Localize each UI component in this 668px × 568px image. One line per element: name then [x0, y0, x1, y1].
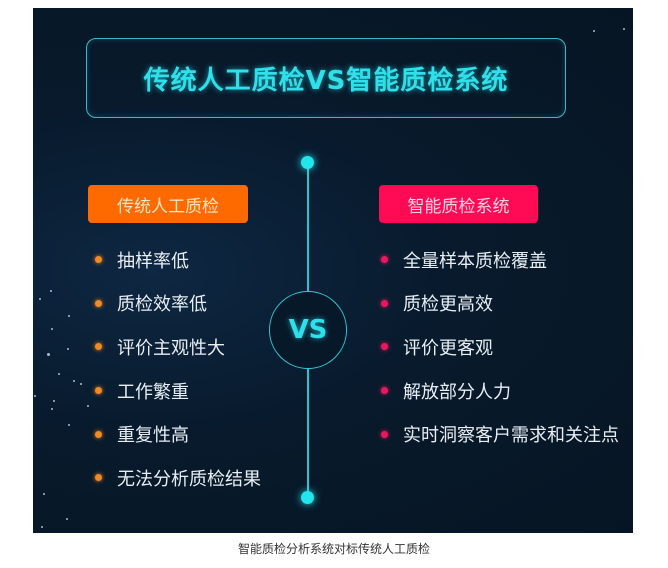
- list-item-label: 无法分析质检结果: [117, 468, 261, 490]
- smart-qc-list: 全量样本质检覆盖 质检更高效 评价更客观 解放部分人力 实时洞察客户需求和关注点: [381, 238, 619, 456]
- star-decoration: [51, 408, 53, 410]
- bullet-icon: [381, 430, 388, 438]
- vs-label: VS: [288, 315, 328, 345]
- divider-bottom-dot: [301, 491, 314, 504]
- star-decoration: [68, 424, 70, 426]
- star-decoration: [66, 518, 68, 520]
- page-title: 传统人工质检VS智能质检系统: [143, 65, 509, 96]
- list-item: 抽样率低: [95, 238, 261, 282]
- bullet-icon: [95, 256, 102, 264]
- bullet-icon: [381, 299, 388, 307]
- divider-top-dot: [301, 156, 314, 169]
- smart-qc-tag: 智能质检系统: [379, 185, 538, 223]
- star-decoration: [41, 526, 43, 528]
- bullet-icon: [381, 343, 388, 351]
- list-item-label: 质检效率低: [117, 294, 207, 316]
- traditional-qc-tag: 传统人工质检: [88, 185, 248, 223]
- list-item-label: 实时洞察客户需求和关注点: [403, 425, 619, 447]
- list-item: 质检效率低: [95, 282, 261, 326]
- list-item: 评价更客观: [381, 325, 619, 369]
- bullet-icon: [381, 256, 388, 264]
- list-item: 质检更高效: [381, 282, 619, 326]
- list-item-label: 评价更客观: [403, 337, 493, 359]
- list-item: 全量样本质检覆盖: [381, 238, 619, 282]
- star-decoration: [51, 328, 53, 330]
- list-item: 重复性高: [95, 412, 261, 456]
- list-item: 评价主观性大: [95, 325, 261, 369]
- title-box: 传统人工质检VS智能质检系统: [86, 38, 566, 118]
- list-item-label: 工作繁重: [117, 381, 189, 403]
- bullet-icon: [95, 474, 102, 482]
- list-item-label: 抽样率低: [117, 250, 189, 272]
- list-item-label: 解放部分人力: [403, 381, 511, 403]
- bullet-icon: [95, 343, 102, 351]
- star-decoration: [623, 28, 625, 30]
- list-item-label: 质检更高效: [403, 294, 493, 316]
- bullet-icon: [95, 387, 102, 395]
- star-decoration: [53, 400, 55, 402]
- star-decoration: [34, 395, 36, 397]
- star-decoration: [43, 493, 45, 495]
- star-decoration: [50, 290, 52, 292]
- divider-line-bottom: [307, 369, 309, 497]
- divider-line-top: [307, 163, 309, 291]
- vs-badge: VS: [269, 291, 347, 369]
- list-item: 实时洞察客户需求和关注点: [381, 412, 619, 456]
- star-decoration: [58, 373, 60, 375]
- list-item-label: 重复性高: [117, 425, 189, 447]
- image-caption: 智能质检分析系统对标传统人工质检: [237, 542, 430, 556]
- star-decoration: [87, 405, 89, 407]
- star-decoration: [593, 30, 595, 32]
- list-item-label: 评价主观性大: [117, 337, 225, 359]
- bullet-icon: [95, 299, 102, 307]
- bullet-icon: [95, 430, 102, 438]
- list-item: 无法分析质检结果: [95, 456, 261, 500]
- comparison-poster: 传统人工质检VS智能质检系统 VS 传统人工质检 智能质检系统 抽样率低 质检效…: [33, 8, 633, 533]
- star-decoration: [67, 348, 69, 350]
- star-decoration: [80, 383, 82, 385]
- bullet-icon: [381, 387, 388, 395]
- traditional-qc-list: 抽样率低 质检效率低 评价主观性大 工作繁重 重复性高 无法分析质检结果: [95, 238, 261, 500]
- star-decoration: [47, 353, 50, 356]
- list-item-label: 全量样本质检覆盖: [403, 250, 547, 272]
- star-decoration: [73, 380, 75, 382]
- star-decoration: [68, 315, 70, 317]
- list-item: 工作繁重: [95, 369, 261, 413]
- star-decoration: [39, 298, 41, 300]
- list-item: 解放部分人力: [381, 369, 619, 413]
